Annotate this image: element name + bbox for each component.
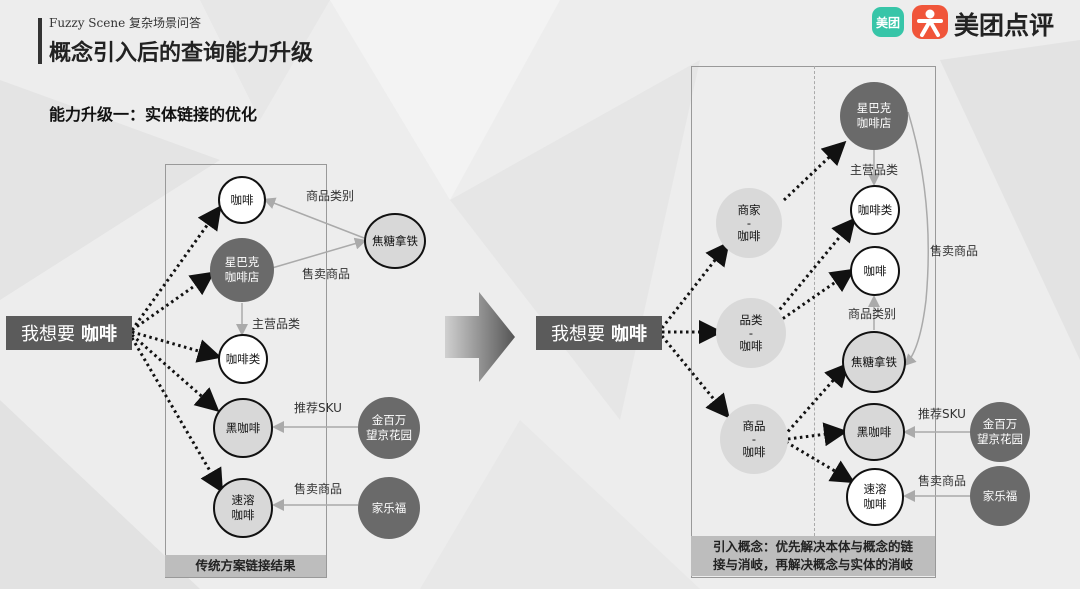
left-node-coffee-category: 咖啡类: [218, 334, 268, 384]
left-node-caramel-latte: 焦糖拿铁: [364, 213, 426, 269]
right-query-keyword: 咖啡: [611, 324, 647, 345]
left-node-starbucks: 星巴克 咖啡店: [210, 238, 274, 302]
left-node-jinbaiwan: 金百万 望京花园: [358, 397, 420, 459]
right-concept-category-coffee: 品类 - 咖啡: [716, 298, 786, 368]
left-panel-frame: [165, 164, 327, 578]
right-node-instant-coffee: 速溶 咖啡: [846, 468, 904, 526]
left-node-carrefour: 家乐福: [358, 477, 420, 539]
right-node-starbucks: 星巴克 咖啡店: [840, 82, 908, 150]
header-subtitle: Fuzzy Scene 复杂场景问答: [49, 16, 201, 30]
dianping-badge-icon: [912, 5, 948, 39]
header-accent-bar: [38, 18, 42, 64]
page-title: 概念引入后的查询能力升级: [49, 41, 314, 66]
right-label-sells: 售卖商品: [930, 244, 979, 258]
meituan-dianping-logo: 美团 美团点评: [870, 4, 1075, 40]
left-node-instant-coffee: 速溶 咖啡: [213, 478, 273, 538]
left-query-box: 我想要咖啡: [6, 316, 132, 350]
right-panel-caption: 引入概念：优先解决本体与概念的链 接与消岐，再解决概念与实体的消岐: [691, 536, 935, 576]
right-query-box: 我想要咖啡: [536, 316, 662, 350]
right-label-main-category: 主营品类: [850, 163, 899, 177]
left-label-main-category: 主营品类: [252, 317, 301, 331]
right-node-coffee: 咖啡: [850, 246, 900, 296]
transition-arrow-icon: [445, 292, 515, 382]
left-panel-caption: 传统方案链接结果: [165, 555, 326, 577]
left-query-keyword: 咖啡: [81, 324, 117, 345]
section-title: 能力升级一：实体链接的优化: [49, 105, 258, 124]
left-query-prefix: 我想要: [21, 324, 75, 345]
left-label-sells: 售卖商品: [302, 267, 351, 281]
left-label-recommend-sku: 推荐SKU: [294, 401, 342, 415]
right-node-black-coffee: 黑咖啡: [843, 403, 905, 461]
right-node-jinbaiwan: 金百万 望京花园: [970, 402, 1030, 462]
right-node-caramel-latte: 焦糖拿铁: [842, 331, 906, 393]
right-label-sells-2: 售卖商品: [918, 474, 967, 488]
meituan-badge-icon: 美团: [872, 7, 904, 37]
left-node-coffee: 咖啡: [218, 176, 266, 224]
right-node-carrefour: 家乐福: [970, 466, 1030, 526]
right-node-coffee-category: 咖啡类: [850, 185, 900, 235]
logo-text: 美团点评: [954, 11, 1055, 40]
left-node-black-coffee: 黑咖啡: [213, 398, 273, 458]
right-panel-frame: [691, 66, 936, 578]
right-concept-product-coffee: 商品 - 咖啡: [720, 404, 788, 474]
right-panel-divider: [814, 66, 815, 536]
right-concept-merchant-coffee: 商家 - 咖啡: [716, 188, 782, 258]
right-label-recommend-sku: 推荐SKU: [918, 407, 966, 421]
right-query-prefix: 我想要: [551, 324, 605, 345]
left-label-sells-2: 售卖商品: [294, 482, 343, 496]
left-label-product-category: 商品类别: [306, 189, 355, 203]
right-label-product-category: 商品类别: [848, 307, 897, 321]
